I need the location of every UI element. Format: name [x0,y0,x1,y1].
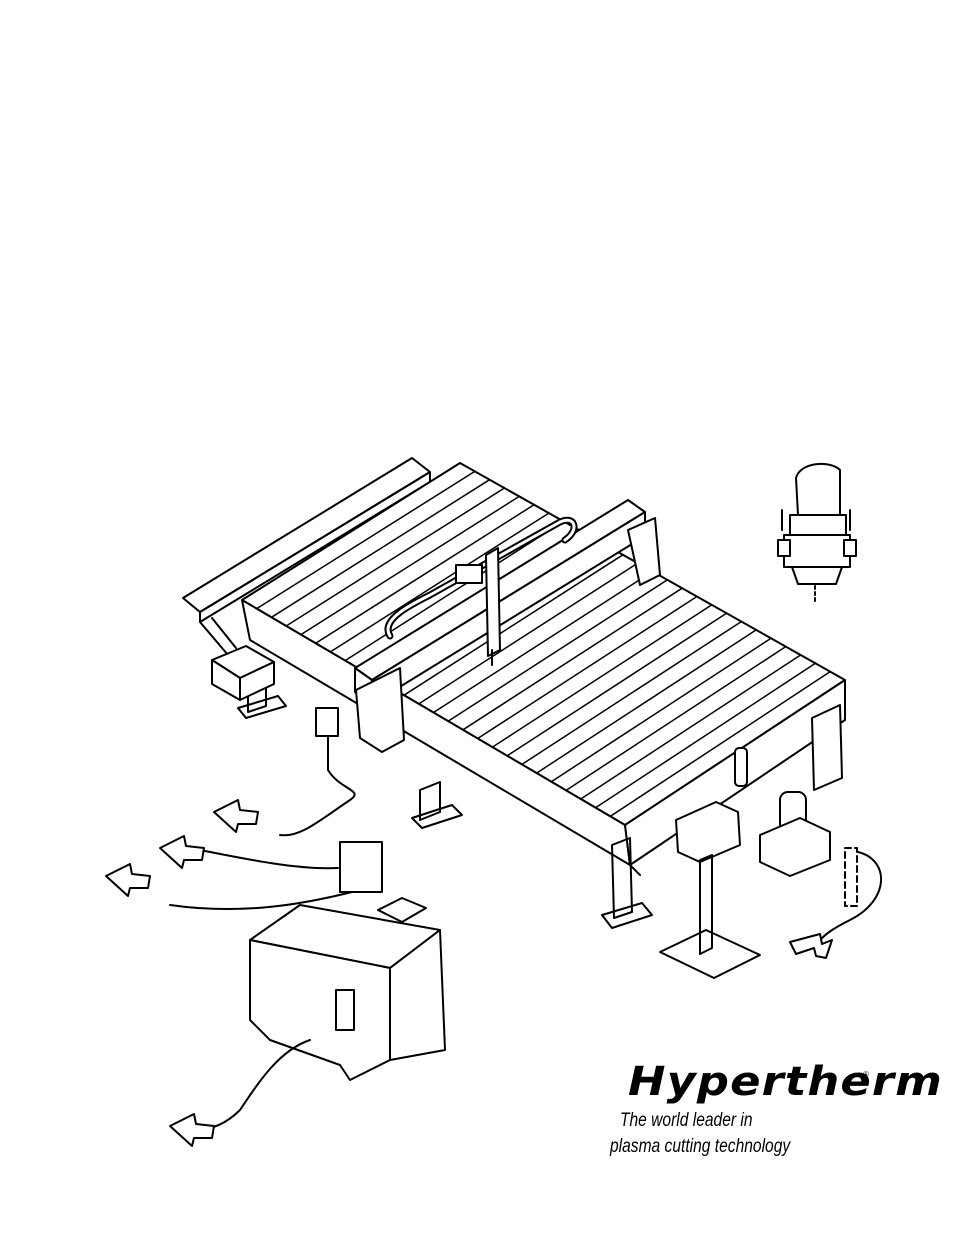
inlet-arrows [106,800,258,1146]
tagline-line-2: plasma cutting technology [610,1136,790,1158]
tagline-line-1: The world leader in [620,1110,753,1132]
registered-mark: ® [863,1070,869,1079]
torch-detail [778,464,856,602]
brand-wordmark: Hypertherm [628,1060,943,1104]
cnc-console [250,842,445,1080]
